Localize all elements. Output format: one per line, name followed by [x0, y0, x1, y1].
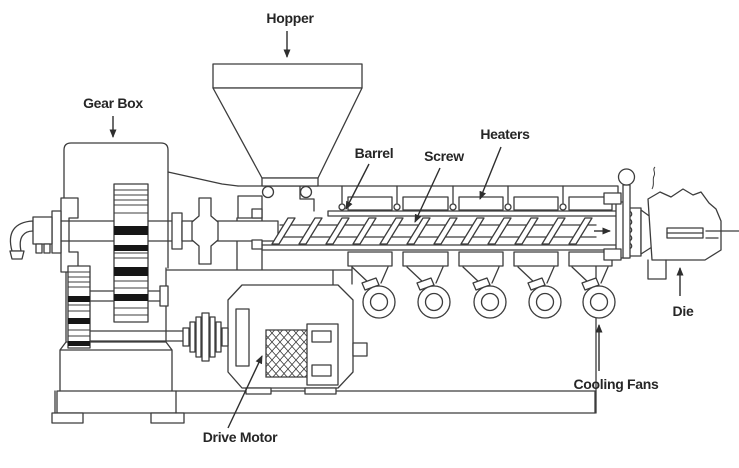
gearbox-foot-left — [52, 413, 83, 423]
screw-arrow — [415, 168, 440, 223]
heater-bands-bottom — [348, 252, 612, 266]
main-shaft — [61, 221, 181, 241]
hopper — [213, 64, 362, 198]
gear-box — [10, 143, 183, 413]
thermocouple-wire — [652, 167, 655, 189]
rear-flange — [52, 211, 61, 253]
heater-band — [403, 252, 448, 266]
large-gear — [114, 184, 148, 322]
label-die: Die — [673, 303, 694, 319]
barrel-bottom-wall — [262, 245, 616, 250]
heater-band — [403, 197, 448, 210]
label-hopper: Hopper — [266, 10, 314, 26]
label-gear-box: Gear Box — [83, 95, 143, 111]
heater-band — [514, 252, 558, 266]
cooling-fan — [407, 267, 450, 318]
motor-coupling — [183, 313, 228, 361]
drive-coupling-hub — [192, 198, 218, 264]
barrel-arrow — [346, 164, 369, 210]
gearbox-foot-right — [151, 413, 184, 423]
heater-band — [514, 197, 558, 210]
cooling-fans — [352, 267, 615, 318]
label-barrel: Barrel — [355, 145, 394, 161]
input-shaft — [90, 331, 183, 341]
heaters-arrow — [480, 147, 501, 200]
label-screw: Screw — [424, 148, 464, 164]
heater-band — [348, 197, 392, 210]
cooling-fan — [518, 267, 561, 318]
drive-motor — [228, 285, 367, 394]
small-gear — [68, 266, 90, 348]
die-support — [648, 260, 666, 279]
die-assembly — [604, 167, 739, 279]
heater-band — [459, 252, 503, 266]
motor-winding — [266, 330, 308, 377]
cooling-fan — [572, 267, 615, 318]
motor-vent-slot — [236, 309, 249, 366]
pipe-elbow — [10, 217, 52, 259]
barrel-assembly — [238, 186, 618, 318]
label-heaters: Heaters — [480, 126, 530, 142]
labels: Hopper Gear Box Barrel Screw Heaters Die… — [83, 10, 694, 445]
die-body — [648, 189, 721, 260]
cooling-fan — [463, 267, 506, 318]
label-cooling-fans: Cooling Fans — [573, 376, 659, 392]
thrust-bearing-block — [61, 198, 78, 272]
hopper-neck — [262, 178, 318, 186]
valve-handle — [604, 169, 635, 260]
label-drive-motor: Drive Motor — [203, 429, 278, 445]
screw — [272, 218, 611, 244]
extrudate-line — [706, 231, 739, 238]
heater-band — [348, 252, 392, 266]
screw-shank-flange — [172, 213, 182, 249]
barrel-top-wall — [328, 211, 616, 216]
feed-section — [168, 172, 278, 264]
cooling-fan — [352, 267, 395, 318]
drive-motor-arrow — [228, 355, 262, 428]
heater-band — [459, 197, 503, 210]
ball-knob — [619, 169, 635, 185]
